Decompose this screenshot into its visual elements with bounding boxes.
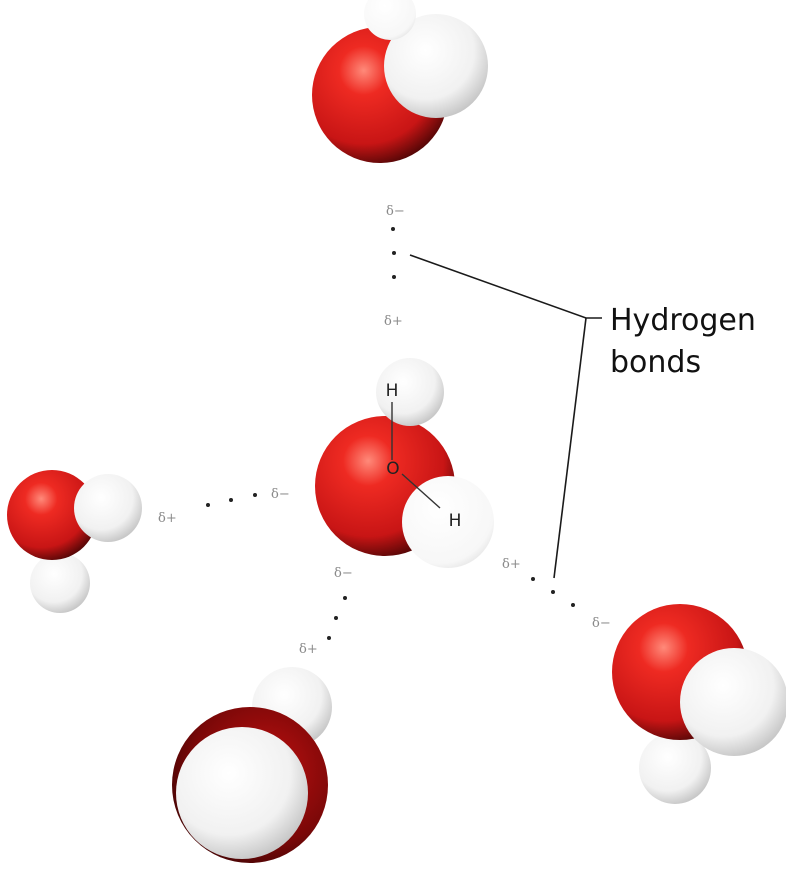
charge-lower-minus: δ−: [334, 566, 353, 581]
charge-right-minus: δ−: [592, 616, 611, 631]
charge-right-plus: δ+: [502, 557, 521, 572]
right-hydrogen-atom-bottom: [639, 732, 711, 804]
left-hydrogen-atom-right: [74, 474, 142, 542]
callout-label-line1: Hydrogen: [610, 303, 756, 338]
callout-label-line2: bonds: [610, 345, 701, 380]
callout-leader-bottom: [553, 317, 587, 579]
central-water-molecule: H O H: [315, 358, 494, 568]
charge-left-minus: δ−: [271, 487, 290, 502]
right-water-molecule: [612, 604, 786, 804]
charge-top-plus: δ+: [384, 314, 403, 329]
right-hydrogen-atom-front: [680, 648, 786, 756]
bottom-hydrogen-atom-front: [176, 727, 308, 859]
bottom-water-molecule: [172, 667, 332, 863]
top-hydrogen-atom-a: [384, 14, 488, 118]
callout-leader-top: [409, 254, 602, 319]
central-h-top-label: H: [386, 381, 399, 401]
central-o-h-right-bond: [401, 473, 441, 509]
hydrogen-bond-right: [531, 577, 575, 607]
top-hydrogen-atom-b: [364, 0, 416, 40]
left-water-molecule: [7, 470, 142, 613]
central-o-label: O: [386, 459, 399, 479]
central-hydrogen-atom-top: [376, 358, 444, 426]
left-oxygen-atom: [7, 470, 97, 560]
charge-top-minus: δ−: [386, 204, 405, 219]
central-h-right-label: H: [449, 511, 462, 531]
hydrogen-bond-top: [391, 227, 396, 279]
hydrogen-bond-left: [206, 493, 257, 507]
charge-left-plus: δ+: [158, 511, 177, 526]
left-hydrogen-atom-bottom: [30, 553, 90, 613]
top-water-molecule: [312, 0, 488, 163]
hydrogen-bond-lower: [327, 596, 347, 640]
central-hydrogen-atom-right: [402, 476, 494, 568]
charge-lower-plus: δ+: [299, 642, 318, 657]
